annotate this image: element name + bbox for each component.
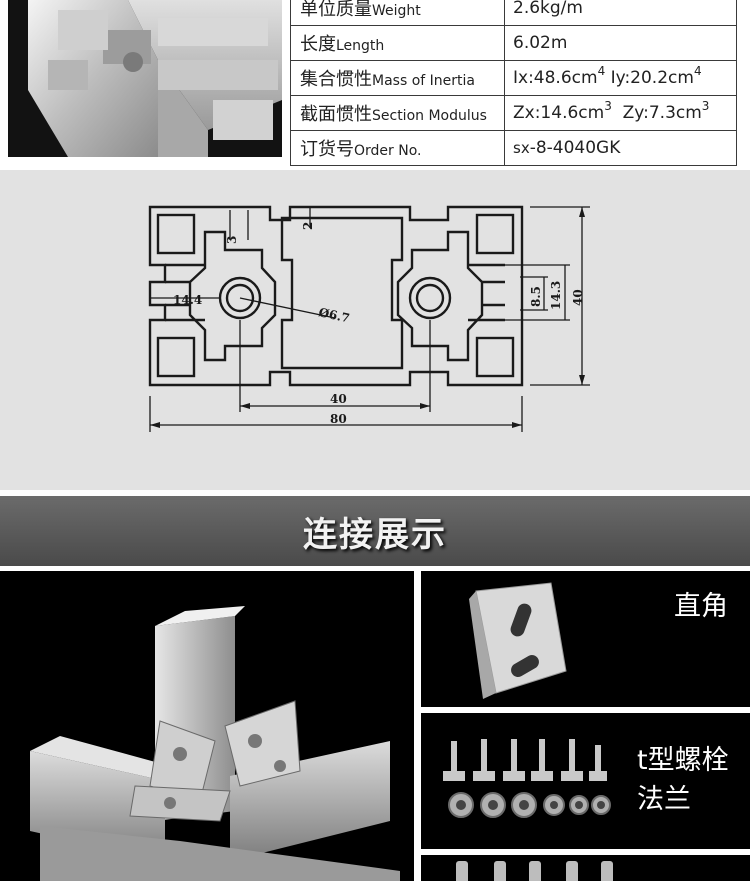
spec-label-en: Section Modulus bbox=[372, 108, 487, 124]
spec-value-length: 6.02m bbox=[504, 25, 737, 61]
section-title: 连接展示 bbox=[303, 514, 447, 555]
spec-ix: Ix:48.6cm bbox=[513, 68, 598, 88]
corner-bracket-illustration bbox=[421, 571, 750, 707]
spec-label-en: Mass of Inertia bbox=[372, 73, 475, 89]
spec-value-inertia: Ix:48.6cm4 Iy:20.2cm4 bbox=[504, 60, 737, 96]
dim-3-label: 3 bbox=[225, 236, 239, 244]
assembly-illustration bbox=[0, 571, 414, 881]
spec-label-en: Length bbox=[336, 38, 385, 54]
spec-value-weight: 2.6kg/m bbox=[504, 0, 737, 26]
section-title-band: 连接展示 bbox=[0, 496, 750, 566]
profile-photo bbox=[8, 0, 282, 157]
screw-tile bbox=[421, 855, 750, 881]
t-bolt-label: t型螺栓法兰 bbox=[637, 741, 729, 819]
dim-80-label: 80 bbox=[330, 412, 347, 426]
t-bolt-tile: t型螺栓法兰 bbox=[421, 713, 750, 849]
connection-gallery: 直角 t型螺栓法兰 bbox=[0, 571, 750, 881]
dim-14-4-label: 14.4 bbox=[173, 293, 202, 307]
profile-cross-section: 2 3 14.4 Ø6.7 8.5 14.3 40 40 80 bbox=[148, 205, 590, 432]
spec-value-order-no: sx-8-4040GK bbox=[504, 130, 737, 166]
dim-14-3-label: 14.3 bbox=[549, 281, 563, 310]
spec-row-section-modulus: 截面惯性Section Modulus Zx:14.6cm3 Zy:7.3cm3 bbox=[290, 95, 737, 131]
spec-label-en: Weight bbox=[372, 3, 421, 19]
spec-zy: Zy:7.3cm bbox=[622, 103, 702, 123]
spec-iy: Iy:20.2cm bbox=[610, 68, 694, 88]
t-bolt-label-line1: t型螺栓 bbox=[637, 745, 729, 776]
spec-exp: 4 bbox=[693, 64, 702, 78]
corner-bracket-label: 直角 bbox=[674, 591, 728, 622]
t-bolt-illustration bbox=[421, 713, 750, 849]
dim-8-5-label: 8.5 bbox=[529, 286, 543, 307]
assembly-photo bbox=[0, 571, 414, 881]
screw-illustration bbox=[421, 855, 750, 881]
spec-row-order-no: 订货号Order No. sx-8-4040GK bbox=[290, 130, 737, 166]
corner-bracket-tile: 直角 bbox=[421, 571, 750, 707]
spec-section: 单位质量Weight 2.6kg/m 长度Length 6.02m 集合惯性Ma… bbox=[0, 0, 750, 170]
spec-label-zh: 截面惯性 bbox=[300, 104, 372, 125]
dim-40-vertical-label: 40 bbox=[571, 289, 585, 306]
spec-row-weight: 单位质量Weight 2.6kg/m bbox=[290, 0, 737, 26]
spec-row-inertia: 集合惯性Mass of Inertia Ix:48.6cm4 Iy:20.2cm… bbox=[290, 60, 737, 96]
order-prefix: sx bbox=[513, 139, 530, 157]
order-number: -8-4040GK bbox=[529, 138, 621, 158]
profile-photo-illustration bbox=[8, 0, 282, 157]
spec-table: 单位质量Weight 2.6kg/m 长度Length 6.02m 集合惯性Ma… bbox=[290, 0, 737, 166]
spec-label-zh: 集合惯性 bbox=[300, 69, 372, 90]
dim-2-label: 2 bbox=[301, 222, 315, 230]
spec-label-zh: 单位质量 bbox=[300, 0, 372, 20]
spec-value-section-modulus: Zx:14.6cm3 Zy:7.3cm3 bbox=[504, 95, 737, 131]
spec-label-zh: 长度 bbox=[300, 34, 336, 55]
dim-6-7-label: Ø6.7 bbox=[317, 305, 351, 325]
spec-label-zh: 订货号 bbox=[300, 139, 354, 160]
spec-exp: 4 bbox=[597, 64, 606, 78]
spec-zx: Zx:14.6cm bbox=[513, 103, 605, 123]
spec-exp: 3 bbox=[701, 99, 710, 113]
spec-row-length: 长度Length 6.02m bbox=[290, 25, 737, 61]
spec-exp: 3 bbox=[604, 99, 612, 113]
technical-drawing: 2 3 14.4 Ø6.7 8.5 14.3 40 40 80 bbox=[0, 170, 750, 490]
spec-label-en: Order No. bbox=[354, 143, 422, 159]
dim-40-horizontal-label: 40 bbox=[330, 392, 347, 406]
t-bolt-label-line2: 法兰 bbox=[637, 784, 691, 816]
